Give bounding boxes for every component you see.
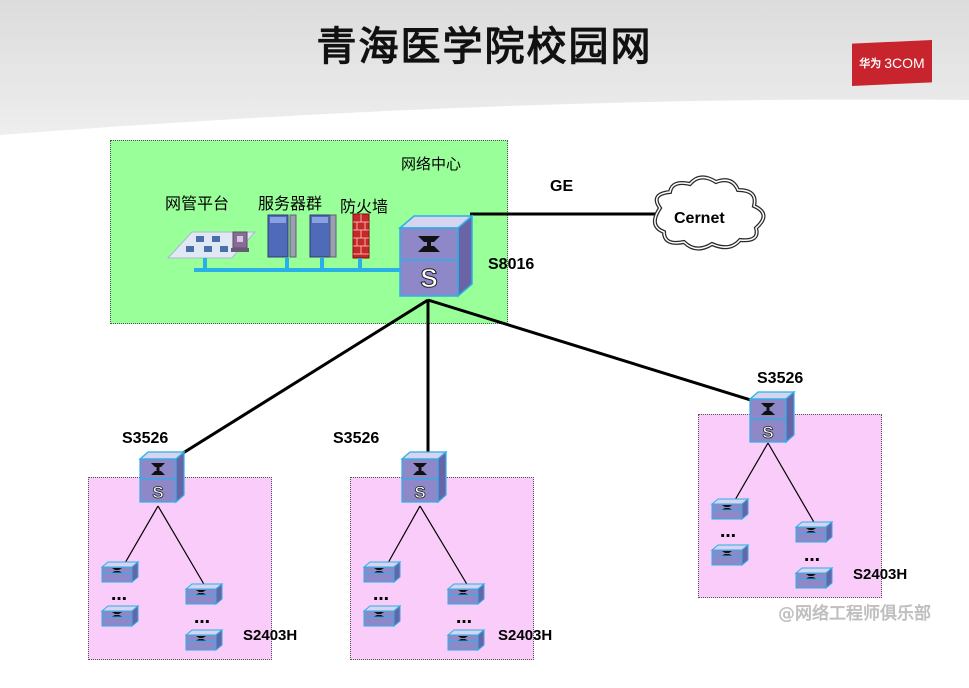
core-switch-s8016-icon: S — [399, 215, 473, 297]
distribution-switch-label-right: S3526 — [757, 370, 804, 387]
access-switch — [447, 629, 485, 651]
ellipsis: … — [373, 585, 390, 604]
access-switch — [101, 605, 139, 627]
access-switch — [185, 629, 223, 651]
logo-en-text: 3COM — [884, 55, 925, 71]
access-switch — [795, 521, 833, 543]
firewall-icon — [352, 213, 370, 259]
access-switch-label-middle: S2403H — [498, 627, 553, 644]
access-switch — [101, 561, 139, 583]
access-switch-label-left: S2403H — [243, 627, 298, 644]
distribution-switch-left: S — [139, 451, 185, 503]
network-center-label: 网络中心 — [401, 155, 462, 173]
distribution-switch-middle: S — [401, 451, 447, 503]
access-switch — [795, 567, 833, 589]
center-lan-bus — [194, 258, 400, 272]
server-cluster-icon — [267, 214, 337, 258]
trunk-links — [158, 212, 771, 470]
svg-text:S: S — [414, 483, 425, 502]
core-switch-label: S8016 — [488, 256, 535, 273]
distribution-switch-label-middle: S3526 — [333, 430, 380, 447]
access-switch — [185, 583, 223, 605]
ellipsis: … — [111, 585, 128, 604]
logo-cn-text: 华为 — [859, 57, 882, 70]
access-switch — [363, 605, 401, 627]
page-title: 青海医学院校园网 — [316, 24, 653, 70]
access-switch — [711, 498, 749, 520]
management-platform-label: 网管平台 — [165, 194, 230, 213]
access-switch — [363, 561, 401, 583]
access-switch — [447, 583, 485, 605]
ellipsis: … — [804, 546, 821, 565]
watermark: @网络工程师俱乐部 — [778, 604, 931, 624]
cernet-label: Cernet — [674, 210, 725, 227]
distribution-switch-right: S — [749, 391, 795, 443]
ellipsis: … — [720, 522, 737, 541]
access-switch-label-right: S2403H — [853, 566, 908, 583]
server-cluster-label: 服务器群 — [258, 194, 323, 213]
management-platform-icon — [166, 231, 257, 259]
cernet-cloud-icon — [652, 175, 766, 251]
access-switch — [711, 544, 749, 566]
distribution-switch-label-left: S3526 — [122, 430, 169, 447]
svg-text:S: S — [762, 423, 773, 442]
svg-text:S: S — [152, 483, 163, 502]
ellipsis: … — [456, 608, 473, 627]
ellipsis: … — [194, 608, 211, 627]
huawei-3com-logo: 华为 3COM — [852, 40, 932, 86]
firewall-label: 防火墙 — [340, 197, 389, 216]
access-links — [124, 442, 816, 587]
header-band — [0, 0, 969, 135]
svg-text:S: S — [420, 263, 437, 293]
ge-link-label: GE — [550, 178, 574, 195]
